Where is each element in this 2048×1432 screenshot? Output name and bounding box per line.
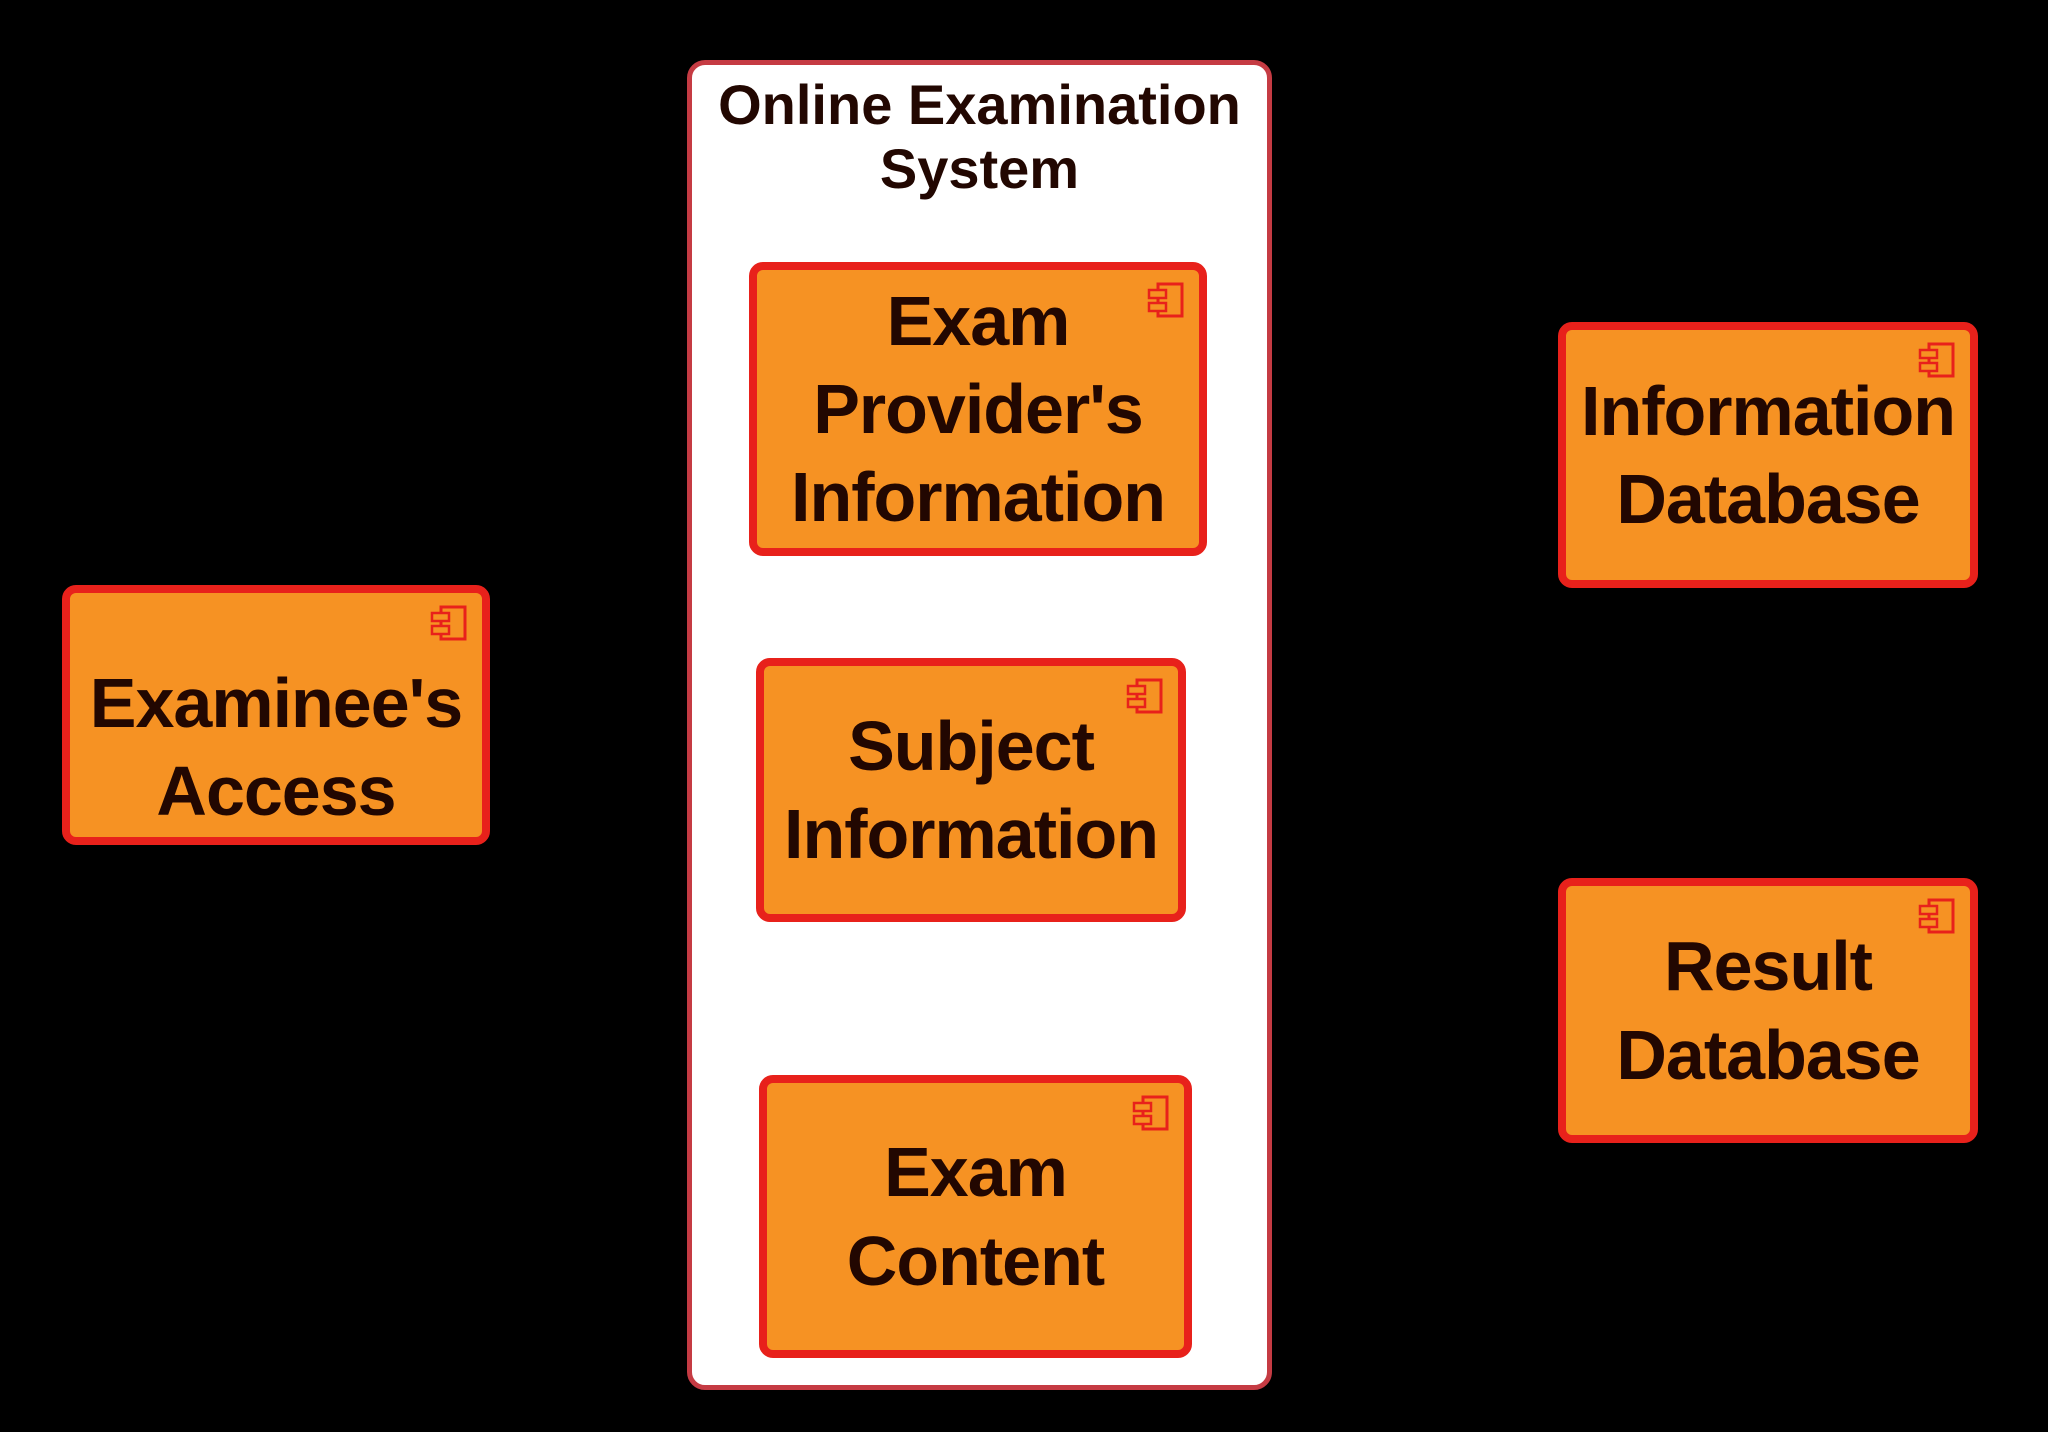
uml-component-icon bbox=[1918, 342, 1955, 378]
system-boundary-online-examination-system: Online Examination System Exam Provider'… bbox=[687, 60, 1272, 1390]
component-label: Information Database bbox=[1581, 371, 1956, 538]
component-examinees-access: Examinee's Access bbox=[62, 585, 490, 845]
uml-component-icon bbox=[430, 605, 467, 641]
component-label: Exam Content bbox=[846, 1133, 1105, 1300]
system-title: Online Examination System bbox=[718, 73, 1241, 201]
component-subject-information: Subject Information bbox=[756, 658, 1186, 922]
component-exam-providers-information: Exam Provider's Information bbox=[749, 262, 1207, 556]
component-label: Examinee's Access bbox=[89, 663, 463, 830]
component-exam-content: Exam Content bbox=[759, 1075, 1192, 1358]
uml-component-icon bbox=[1132, 1095, 1169, 1131]
component-label: Result Database bbox=[1616, 927, 1920, 1094]
uml-component-icon bbox=[1126, 678, 1163, 714]
uml-component-icon bbox=[1918, 898, 1955, 934]
component-label: Exam Provider's Information bbox=[791, 281, 1166, 537]
component-information-database: Information Database bbox=[1558, 322, 1978, 588]
uml-component-icon bbox=[1147, 282, 1184, 318]
component-label: Subject Information bbox=[784, 706, 1159, 873]
component-result-database: Result Database bbox=[1558, 878, 1978, 1143]
